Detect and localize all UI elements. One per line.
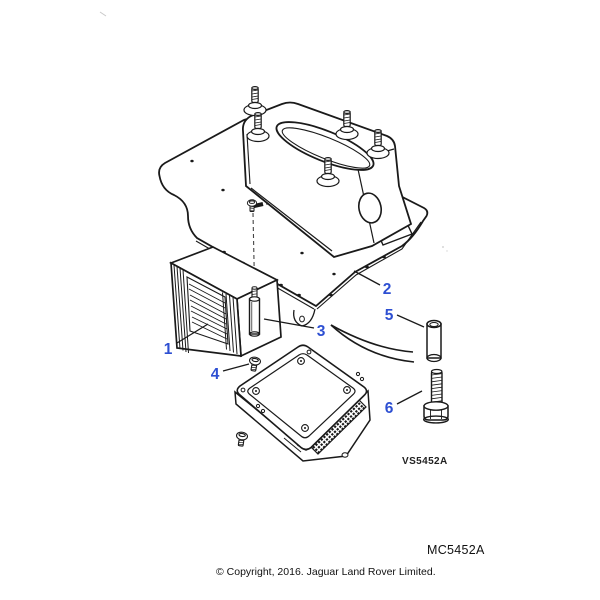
dashed-centerline xyxy=(252,212,256,286)
handle-cutout xyxy=(275,121,375,171)
fixing-screw xyxy=(247,355,262,373)
callout-6[interactable]: 6 xyxy=(385,400,394,417)
lid-screws xyxy=(252,357,351,432)
module-lid xyxy=(247,353,356,439)
callout-numbers: 1 2 3 4 5 6 xyxy=(164,281,394,417)
callout-5[interactable]: 5 xyxy=(385,307,394,324)
alignment-screw xyxy=(246,199,258,286)
copyright-line: © Copyright, 2016. Jaguar Land Rover Lim… xyxy=(216,566,436,578)
flange-holes xyxy=(240,349,365,414)
harness-curve xyxy=(330,324,415,363)
spacer-tube xyxy=(426,319,442,363)
connector-bellows xyxy=(173,264,238,355)
ecu-module-upper xyxy=(168,246,282,358)
callout-4[interactable]: 4 xyxy=(211,366,220,383)
scan-artifacts xyxy=(99,11,448,252)
callout-2[interactable]: 2 xyxy=(383,281,392,298)
callout-1[interactable]: 1 xyxy=(164,341,173,358)
module-flange xyxy=(236,344,368,451)
standoff-spacer xyxy=(248,286,261,337)
drawing-code: VS5452A xyxy=(402,456,448,467)
callout-3[interactable]: 3 xyxy=(317,323,326,340)
side-hole xyxy=(357,192,383,224)
bolt xyxy=(423,368,450,424)
connector-ribs xyxy=(188,283,228,340)
ecu-module-lower xyxy=(234,344,371,462)
figure-code: MC5452A xyxy=(427,543,485,557)
leader-lines xyxy=(176,270,425,405)
lower-fixing-screw xyxy=(234,430,249,448)
